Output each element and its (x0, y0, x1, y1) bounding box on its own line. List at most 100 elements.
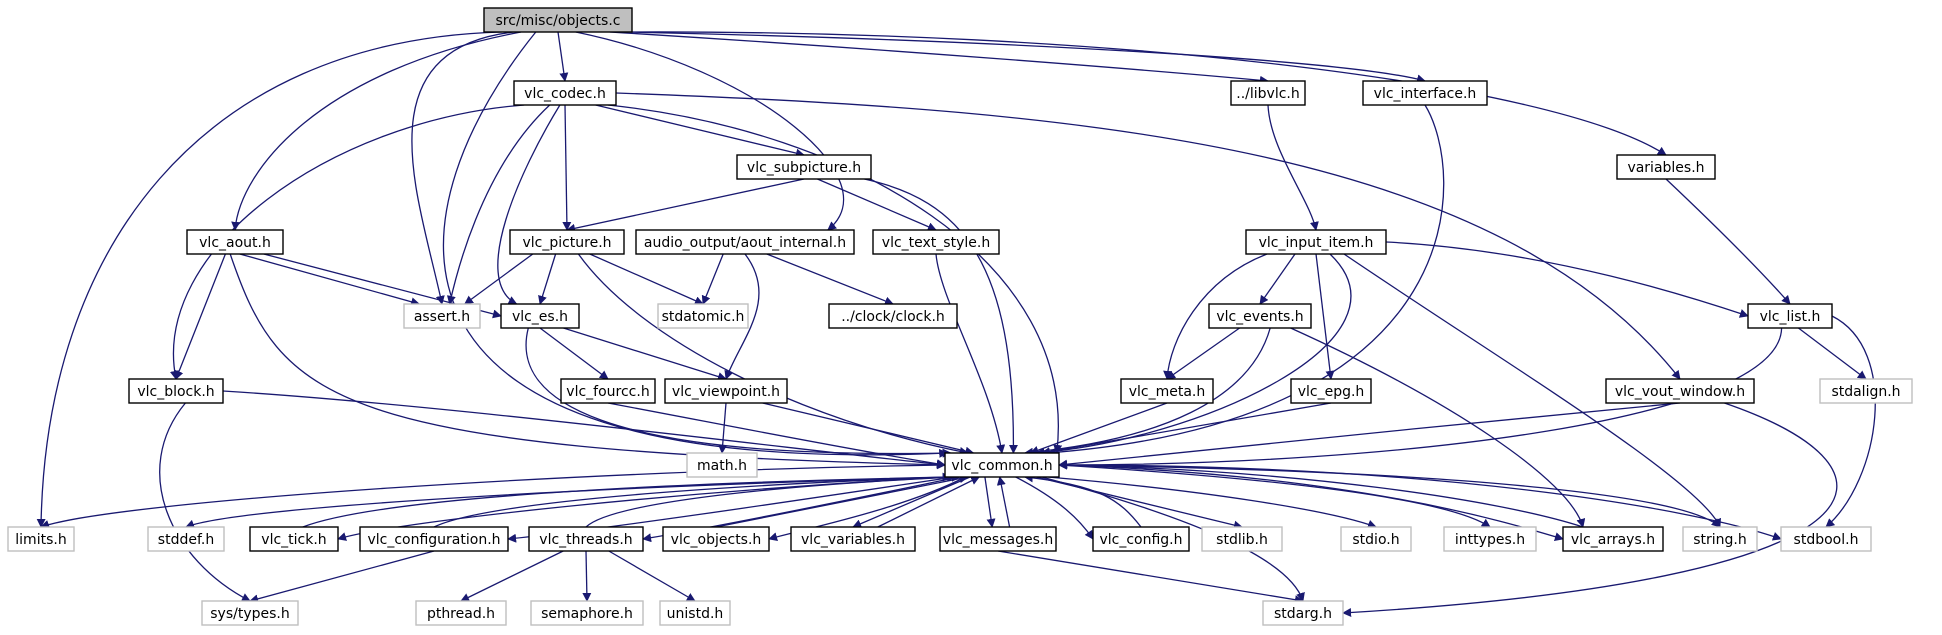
edge-vlc_common-to-limits (40, 464, 946, 529)
node-vlc-picture[interactable]: vlc_picture.h (509, 229, 625, 255)
edge-vlc_epg-to-vlc_common (1041, 402, 1332, 457)
edge-vlc_codec-to-assert (446, 104, 551, 305)
edge-vlc_configuration-to-sys_types (249, 550, 435, 604)
node-label: vlc_events.h (1216, 309, 1303, 325)
edge-root-to-vlc_codec (557, 31, 569, 82)
node-vlc-messages[interactable]: vlc_messages.h (939, 526, 1057, 552)
node-stdalign: stdalign.h (1819, 378, 1913, 404)
edge-vlc_block-to-vlc_common (222, 390, 946, 469)
edge-vlc_common-to-stdbool (1058, 464, 1782, 541)
edge-libvlc-to-vlc_input_item (1267, 104, 1319, 231)
edge-vlc_threads-to-semaphore (582, 550, 592, 602)
edge-vlc_events-to-vlc_arrays (1290, 327, 1586, 528)
edge-vlc_input_item-to-vlc_common (1035, 253, 1352, 457)
node-vlc-epg[interactable]: vlc_epg.h (1290, 378, 1372, 404)
node-label: vlc_input_item.h (1259, 235, 1374, 251)
edge-vlc_aout-to-vlc_block (174, 253, 227, 380)
node-vlc-variables[interactable]: vlc_variables.h (790, 526, 916, 552)
node-box (500, 303, 580, 329)
node-vlc-input-item[interactable]: vlc_input_item.h (1245, 229, 1387, 255)
node-vlc-viewpoint[interactable]: vlc_viewpoint.h (664, 378, 788, 404)
node-vlc-text-style[interactable]: vlc_text_style.h (872, 229, 1000, 255)
node-label: variables.h (1627, 160, 1704, 176)
node-box (1245, 229, 1387, 255)
node-box (790, 526, 916, 552)
node-label: vlc_picture.h (522, 235, 611, 251)
node-clock[interactable]: ../clock/clock.h (828, 303, 958, 329)
node-box (528, 526, 644, 552)
node-box (1819, 378, 1913, 404)
include-edges (36, 31, 1876, 618)
node-vlc-subpicture[interactable]: vlc_subpicture.h (736, 154, 872, 180)
edge-aout_internal-to-clock (766, 253, 894, 306)
node-vlc-list[interactable]: vlc_list.h (1747, 303, 1833, 329)
edge-vlc_common-to-inttypes (1058, 464, 1491, 528)
edge-vlc_codec-to-vlc_picture (562, 104, 572, 231)
edge-vlc_messages-to-stdarg (997, 550, 1304, 605)
node-label: string.h (1693, 532, 1747, 548)
node-vlc-tick[interactable]: vlc_tick.h (249, 526, 339, 552)
node-label: stddef.h (158, 532, 214, 548)
edge-root-to-aout_internal (575, 31, 845, 231)
node-label: vlc_variables.h (801, 532, 905, 548)
node-vlc-events[interactable]: vlc_events.h (1208, 303, 1312, 329)
node-box (944, 452, 1060, 478)
node-libvlc[interactable]: ../libvlc.h (1230, 80, 1306, 106)
node-label: vlc_vout_window.h (1615, 384, 1745, 400)
edge-vlc_subpicture-to-vlc_text_style (817, 178, 937, 231)
node-vlc-config[interactable]: vlc_config.h (1092, 526, 1190, 552)
node-math: math.h (686, 452, 758, 478)
edge-vlc_picture-to-assert (464, 253, 534, 305)
edge-vlc_common-to-stddef (185, 476, 948, 529)
node-box (1747, 303, 1833, 329)
edge-vlc_input_item-to-vlc_list (1385, 241, 1749, 318)
node-label: vlc_interface.h (1374, 86, 1477, 102)
node-vlc-meta[interactable]: vlc_meta.h (1120, 378, 1214, 404)
node-box (664, 378, 788, 404)
node-label: vlc_aout.h (199, 235, 271, 251)
node-box (1230, 80, 1306, 106)
node-vlc-interface[interactable]: vlc_interface.h (1362, 80, 1488, 106)
node-box (872, 229, 1000, 255)
edge-vlc_viewpoint-to-vlc_common (762, 402, 975, 456)
node-vlc-threads[interactable]: vlc_threads.h (528, 526, 644, 552)
node-label: limits.h (15, 532, 66, 548)
edge-vlc_list-to-stdbool (1825, 315, 1876, 528)
node-box (147, 526, 225, 552)
node-box (403, 303, 481, 329)
node-vlc-arrays[interactable]: vlc_arrays.h (1562, 526, 1664, 552)
edge-vlc_common-to-vlc_variables (852, 476, 971, 528)
node-box (128, 378, 224, 404)
node-label: pthread.h (427, 606, 495, 622)
node-limits: limits.h (7, 526, 75, 552)
node-root[interactable]: src/misc/objects.c (483, 7, 633, 33)
edge-vlc_events-to-vlc_meta (1166, 327, 1240, 380)
edge-root-to-vlc_aout (231, 31, 522, 231)
node-label: ../libvlc.h (1236, 86, 1299, 102)
edge-vlc_es-to-vlc_common (525, 327, 952, 458)
node-aout-internal[interactable]: audio_output/aout_internal.h (635, 229, 855, 255)
edge-vlc_codec-to-vlc_common (607, 104, 1063, 454)
node-vlc-objects[interactable]: vlc_objects.h (662, 526, 770, 552)
node-box (1208, 303, 1312, 329)
edge-vlc_block-to-sys_types (159, 402, 251, 602)
node-label: assert.h (414, 309, 470, 325)
node-vlc-fourcc[interactable]: vlc_fourcc.h (560, 378, 656, 404)
node-vlc-configuration[interactable]: vlc_configuration.h (359, 526, 509, 552)
edge-vlc_list-to-stdalign (1798, 327, 1867, 380)
node-vlc-vout-window[interactable]: vlc_vout_window.h (1605, 378, 1755, 404)
edge-vlc_threads-to-unistd (608, 550, 696, 602)
node-box (1443, 526, 1537, 552)
node-vlc-common[interactable]: vlc_common.h (944, 452, 1060, 478)
node-label: vlc_fourcc.h (566, 384, 649, 400)
node-vlc-codec[interactable]: vlc_codec.h (513, 80, 617, 106)
node-box (201, 600, 299, 626)
node-vlc-es[interactable]: vlc_es.h (500, 303, 580, 329)
edge-vlc_common-to-vlc_objects (768, 476, 966, 542)
edge-vlc_events-to-vlc_common (1023, 327, 1271, 457)
node-variables[interactable]: variables.h (1616, 154, 1716, 180)
node-vlc-aout[interactable]: vlc_aout.h (186, 229, 284, 255)
node-label: vlc_subpicture.h (747, 160, 861, 176)
node-vlc-block[interactable]: vlc_block.h (128, 378, 224, 404)
edge-root-to-variables (630, 31, 1667, 156)
